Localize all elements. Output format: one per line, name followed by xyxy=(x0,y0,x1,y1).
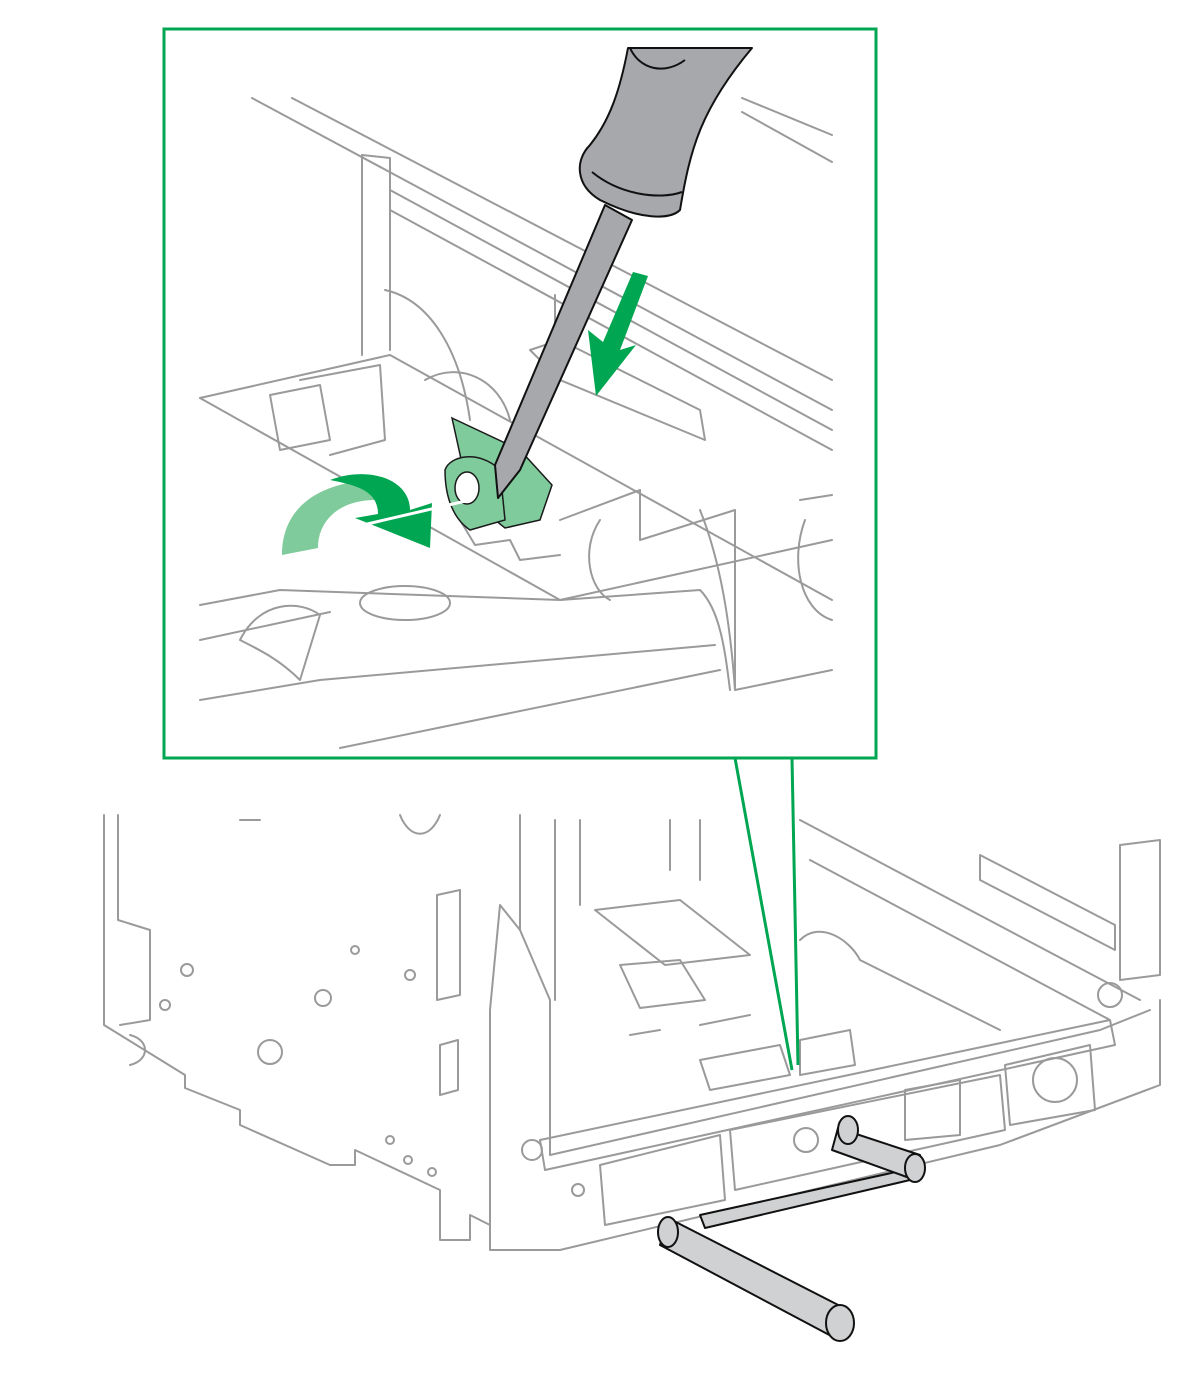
screwdriver-icon xyxy=(494,47,753,499)
detail-drawing xyxy=(199,97,833,749)
callout-leader xyxy=(733,757,800,1071)
detail-callout-frame xyxy=(162,27,878,760)
chassis-drawing xyxy=(103,814,1161,1251)
crank-handle-icon xyxy=(657,1115,926,1342)
rotate-arrow-icon xyxy=(282,474,471,555)
push-down-arrow-icon xyxy=(588,272,648,396)
